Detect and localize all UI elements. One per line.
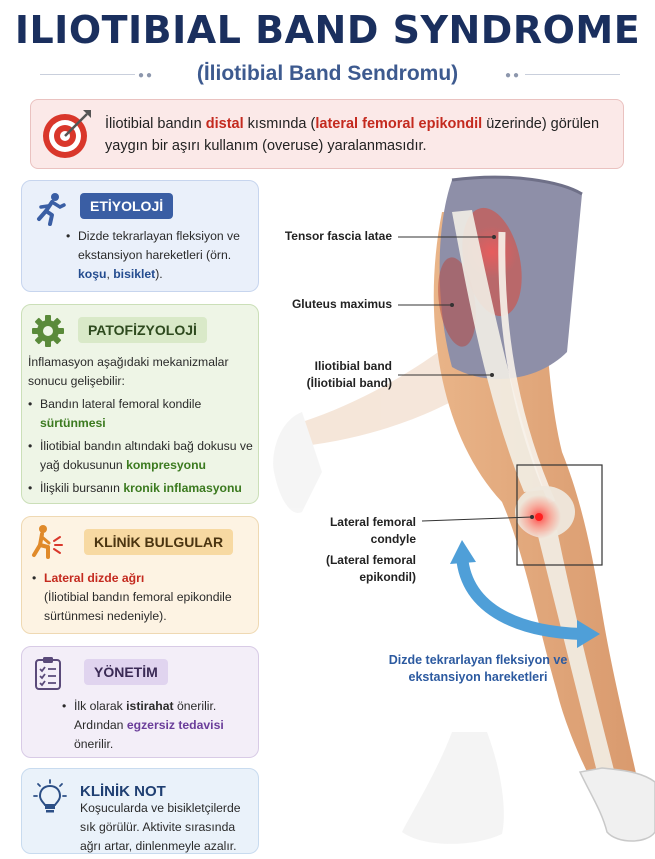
right-shoe [578, 767, 655, 842]
definition-text: İliotibial bandın distal kısmında (later… [105, 113, 615, 157]
klinik-detail: (İliotibial bandın femoral epikondile sü… [44, 590, 232, 623]
yonetim-body: İlk olarak istirahat önerilir. Ardından … [62, 697, 252, 754]
yonetim-istirahat: istirahat [126, 699, 174, 713]
label-tfl: Tensor fascia latae [284, 229, 392, 243]
klinik-not-title: KLİNİK NOT [80, 783, 166, 800]
yonetim-p1: İlk olarak [74, 699, 127, 713]
dots-left: ●● [138, 70, 155, 81]
patofizyoloji-intro: İnflamasyon aşağıdaki mekanizmalar sonuc… [28, 355, 229, 388]
klinik-item: Lateral dizde ağrı [32, 569, 254, 588]
klinik-not-card: KLİNİK NOT Koşucularda ve bisikletçilerd… [21, 768, 259, 854]
klinik-bulgular-title: KLİNİK BULGULAR [84, 529, 234, 555]
pato-item-highlight: kronik inflamasyonu [123, 481, 242, 495]
def-part3: üzerinde) görülen yaygın bir aşırı kulla… [105, 116, 600, 154]
yonetim-title: YÖNETİM [84, 659, 168, 685]
label-itb-line2: (İliotibial band) [306, 376, 392, 390]
definition-box: İliotibial bandın distal kısmında (later… [30, 99, 624, 169]
label-lfc: Lateral femoral condyle (Lateral femoral… [282, 514, 416, 586]
knee-highlight-box [516, 464, 603, 566]
label-itb-line1: Iliotibial band [314, 359, 392, 373]
patofizyoloji-item: Bandın lateral femoral kondile sürtünmes… [28, 395, 254, 433]
etiyoloji-title: ETİYOLOJİ [80, 193, 174, 219]
label-gluteus: Gluteus maximus [291, 297, 392, 311]
divider-right [525, 74, 620, 75]
pato-item-text: İliotibial bandın altındaki bağ dokusu v… [40, 439, 253, 472]
pato-item-text: Bandın lateral femoral kondile [40, 397, 202, 411]
klinik-not-text: Koşucularda ve bisikletçilerde sık görül… [80, 801, 241, 853]
etiyoloji-body: Dizde tekrarlayan fleksiyon ve ekstansiy… [66, 227, 252, 284]
back-shoe [402, 732, 504, 844]
subtitle-row: ●● (İliotibial Band Sendromu) ●● [0, 62, 655, 88]
clipboard-checklist-icon [35, 657, 61, 690]
divider-left [40, 74, 135, 75]
etiyoloji-text: Dizde tekrarlayan fleksiyon ve ekstansiy… [78, 229, 240, 262]
gear-icon [32, 315, 64, 347]
pato-item-highlight: kompresyonu [126, 458, 206, 472]
iliotibial-band [498, 231, 556, 504]
back-leg [273, 342, 477, 513]
dots-right: ●● [505, 70, 522, 81]
label-lfe-line1: (Lateral femoral [325, 553, 416, 567]
etiyoloji-item: Dizde tekrarlayan fleksiyon ve ekstansiy… [66, 227, 252, 284]
page-subtitle: (İliotibial Band Sendromu) [196, 62, 459, 85]
tibia [537, 530, 614, 772]
page-title: ILIOTIBIAL BAND SYNDROME [14, 8, 641, 52]
yonetim-p2: önerilir. Ardından [74, 699, 217, 732]
label-lfe-line2: epikondil) [359, 570, 416, 584]
pato-item-text: İlişkili bursanın [40, 481, 124, 495]
etiyoloji-bisiklet: bisiklet [113, 267, 156, 281]
etiyoloji-ex-prefix: (örn. [206, 248, 232, 262]
runner-icon [37, 193, 66, 226]
label-itb: Iliotibial band (İliotibial band) [262, 358, 392, 392]
patofizyoloji-item: İliotibial bandın altındaki bağ dokusu v… [28, 437, 254, 475]
pato-item-highlight: sürtünmesi [40, 416, 106, 430]
motion-arrow [456, 551, 588, 640]
etiyoloji-ex-suffix: ). [155, 267, 163, 281]
yonetim-egzersiz: egzersiz tedavisi [126, 718, 224, 732]
klinik-bulgular-body: Lateral dizde ağrı (İliotibial bandın fe… [32, 569, 254, 626]
target-icon [43, 110, 91, 158]
yonetim-item: İlk olarak istirahat önerilir. Ardından … [62, 697, 252, 754]
patofizyoloji-list: Bandın lateral femoral kondile sürtünmes… [28, 395, 254, 498]
yonetim-card: YÖNETİM İlk olarak istirahat önerilir. A… [21, 646, 259, 758]
def-part1: İliotibial bandın [105, 116, 206, 132]
patofizyoloji-item: İlişkili bursanın kronik inflamasyonu [28, 479, 254, 498]
lightbulb-icon [33, 779, 67, 813]
patofizyoloji-card: PATOFİZYOLOJİ İnflamasyon aşağıdaki meka… [21, 304, 259, 504]
etiyoloji-comma: , [106, 267, 114, 281]
def-distal: distal [205, 116, 244, 132]
etiyoloji-kosu: koşu [78, 267, 107, 281]
label-lfc-line2: condyle [370, 532, 416, 546]
leg-illustration [273, 175, 655, 844]
def-lfe: lateral femoral epikondil [315, 116, 483, 132]
label-lfc-line1: Lateral femoral [329, 515, 416, 529]
def-part2: kısmında ( [243, 116, 316, 132]
etiyoloji-card: ETİYOLOJİ Dizde tekrarlayan fleksiyon ve… [21, 180, 259, 292]
motion-caption: Dizde tekrarlayan fleksiyon ve ekstansiy… [388, 653, 568, 684]
klinik-bulgular-card: KLİNİK BULGULAR Lateral dizde ağrı (İlio… [21, 516, 259, 634]
knee-pain-icon [32, 525, 63, 559]
patofizyoloji-title: PATOFİZYOLOJİ [78, 317, 207, 343]
klinik-highlight: Lateral dizde ağrı [44, 571, 145, 585]
yonetim-p3: önerilir. [74, 737, 114, 751]
